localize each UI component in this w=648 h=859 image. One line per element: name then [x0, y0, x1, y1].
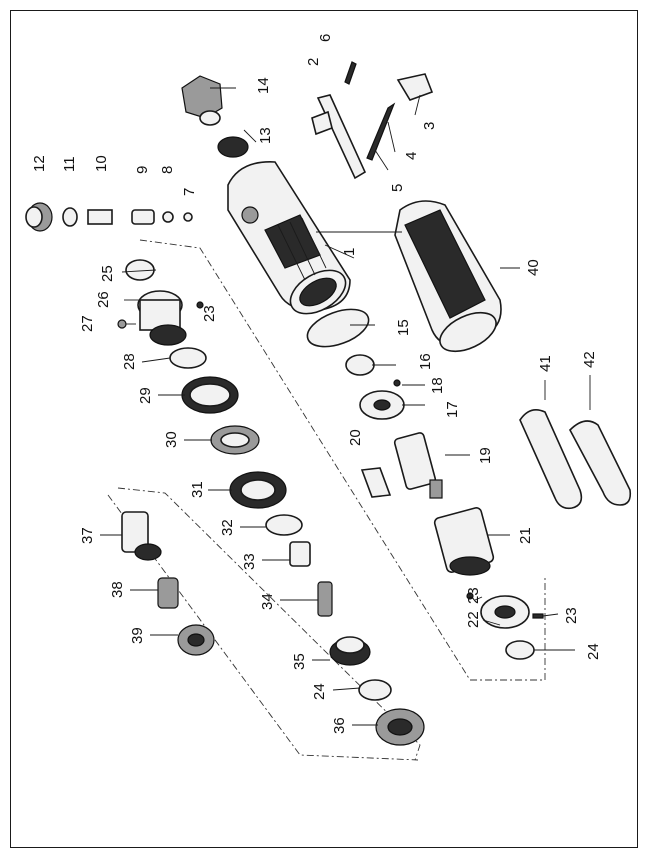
part-28-oring — [169, 347, 207, 369]
part-13-ring — [217, 136, 249, 158]
part-2-lever — [311, 94, 367, 180]
part-8-washer — [162, 211, 174, 223]
part-23c-pin — [532, 613, 544, 619]
part-10-spring — [87, 209, 113, 225]
part-41-wrench — [519, 409, 583, 510]
label-10: 10 — [93, 155, 110, 172]
label-14: 14 — [255, 77, 272, 94]
label-40: 40 — [525, 259, 542, 276]
label-9: 9 — [134, 166, 151, 174]
label-11: 11 — [61, 156, 78, 172]
label-37: 37 — [79, 527, 96, 544]
label-36: 36 — [331, 717, 348, 734]
part-15-oring — [306, 308, 370, 348]
label-2: 2 — [305, 58, 322, 66]
label-12: 12 — [31, 155, 48, 172]
part-24b-bearing — [358, 679, 392, 701]
label-24a: 24 — [585, 643, 602, 660]
label-7: 7 — [181, 188, 198, 196]
part-34-spindle — [317, 581, 333, 617]
label-4: 4 — [403, 152, 420, 160]
part-37-shaft — [121, 511, 162, 561]
part-21-cylinder — [433, 507, 495, 576]
label-16: 16 — [417, 353, 434, 370]
label-41: 41 — [537, 355, 554, 372]
part-17-plate — [359, 390, 405, 420]
part-4-spring-pin — [366, 102, 396, 161]
label-15: 15 — [395, 319, 412, 336]
part-labels: 1 2 3 4 5 6 7 8 9 10 11 12 13 14 15 16 1… — [31, 34, 602, 734]
part-39-nut — [177, 624, 215, 656]
part-12-cap — [25, 202, 53, 232]
label-20: 20 — [347, 429, 364, 446]
label-8: 8 — [159, 166, 176, 174]
label-27: 27 — [79, 315, 96, 332]
label-3: 3 — [421, 122, 438, 130]
part-22-plate — [480, 595, 530, 629]
part-31-nut — [229, 471, 287, 509]
part-38-collet — [157, 577, 179, 609]
label-23a: 23 — [201, 305, 218, 322]
part-9-valve — [131, 209, 155, 225]
label-42: 42 — [581, 351, 598, 368]
label-24b: 24 — [311, 683, 328, 700]
label-29: 29 — [137, 387, 154, 404]
part-16-bearing — [345, 354, 375, 376]
part-42-wrench — [569, 420, 632, 506]
label-26: 26 — [95, 291, 112, 308]
label-25: 25 — [99, 265, 116, 282]
label-28: 28 — [121, 353, 138, 370]
leader-lines — [100, 87, 591, 726]
label-1: 1 — [341, 248, 358, 256]
part-30-spring — [210, 425, 260, 455]
part-24-bearing — [505, 640, 535, 660]
label-34: 34 — [259, 593, 276, 610]
label-19: 19 — [477, 447, 494, 464]
label-5: 5 — [389, 184, 406, 192]
label-13: 13 — [257, 127, 274, 144]
part-19-rotor — [393, 432, 443, 499]
part-14-inlet — [181, 75, 223, 126]
label-6: 6 — [317, 34, 334, 42]
part-23a-pin — [196, 301, 204, 309]
part-27-ball — [117, 319, 127, 329]
part-33-sleeve — [289, 541, 311, 567]
label-30: 30 — [163, 431, 180, 448]
label-33: 33 — [241, 553, 258, 570]
part-36-collet-nut — [375, 708, 425, 746]
part-7-oring — [183, 212, 193, 222]
label-23b: 23 — [465, 587, 482, 604]
page-border — [10, 10, 638, 848]
part-1-housing — [227, 161, 351, 315]
part-26-housing — [137, 290, 187, 346]
label-18: 18 — [429, 377, 446, 394]
part-11-seal — [62, 207, 78, 227]
part-23-pin — [466, 592, 474, 600]
part-40-grip — [394, 200, 502, 353]
part-6-pin — [344, 61, 357, 85]
label-17: 17 — [444, 401, 461, 418]
label-21: 21 — [517, 527, 534, 544]
label-32: 32 — [219, 519, 236, 536]
part-20-vane — [360, 467, 392, 498]
label-35: 35 — [291, 653, 308, 670]
part-35-gear — [329, 636, 371, 666]
part-18-pin — [393, 379, 401, 387]
part-32-clip — [265, 514, 303, 536]
label-31: 31 — [189, 481, 206, 498]
label-39: 39 — [129, 627, 146, 644]
label-23c: 23 — [563, 607, 580, 624]
label-38: 38 — [109, 581, 126, 598]
part-3-latch — [396, 73, 434, 101]
label-22: 22 — [465, 611, 482, 628]
